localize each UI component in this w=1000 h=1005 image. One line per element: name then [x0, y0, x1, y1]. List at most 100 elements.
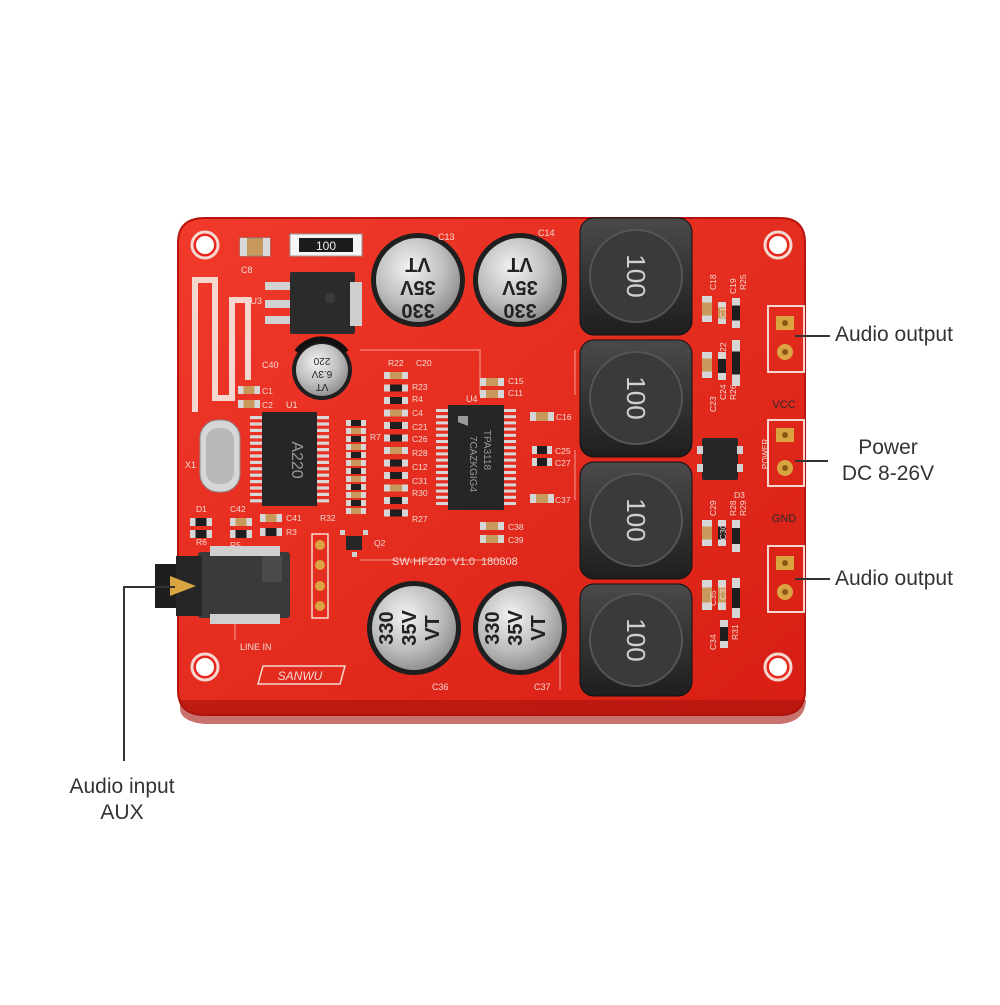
svg-text:100: 100	[621, 618, 651, 661]
svg-text:R32: R32	[320, 513, 336, 523]
svg-text:330: 330	[503, 299, 536, 321]
smd-part	[384, 509, 408, 517]
svg-text:R31: R31	[730, 624, 740, 640]
smd-part	[346, 500, 366, 506]
smd-part	[718, 352, 726, 380]
ic-amp-line1: 7CAZKGIG4	[467, 436, 478, 493]
svg-text:C2: C2	[262, 400, 273, 410]
smd-part	[230, 518, 252, 526]
smd-part	[702, 296, 712, 322]
callout-audio-input-line2: AUX	[100, 801, 144, 824]
smd-part	[384, 484, 408, 492]
smd-part	[346, 436, 366, 442]
inductor-4: 100	[579, 583, 693, 697]
smd-part	[384, 384, 408, 392]
smd-part	[532, 446, 552, 454]
smd-part	[718, 302, 726, 324]
silk-c36: C36	[432, 682, 449, 692]
jack-silk-label: LINE IN	[240, 642, 272, 652]
svg-text:C20: C20	[416, 358, 432, 368]
smd-part	[384, 372, 408, 379]
smd-part	[238, 400, 260, 408]
callout-power: Power DC 8-26V	[828, 435, 948, 487]
capacitor-c37: 330 35V VT C37	[473, 581, 567, 692]
svg-text:SANWU: SANWU	[278, 669, 323, 683]
board-model-label: SW-HF220 V1.0 180808	[392, 556, 518, 568]
silkscreen-labels: C1 C2 D1 R6 C42 R5 C41 R3 R32 Q2 R22 C20…	[196, 274, 748, 650]
silk-u4: U4	[466, 394, 478, 404]
ic-main-label: A220	[288, 441, 305, 478]
svg-text:C38: C38	[508, 522, 524, 532]
smd-part	[346, 492, 366, 498]
smd-part	[702, 352, 712, 378]
svg-text:100: 100	[621, 376, 651, 419]
ti-logo-icon	[458, 416, 468, 426]
inductor-1: 100	[579, 217, 693, 336]
svg-text:C27: C27	[555, 458, 571, 468]
transistor-q2	[340, 530, 368, 557]
smd-part	[480, 378, 504, 386]
capacitor-c14: 330 35V VT C14	[473, 228, 567, 327]
svg-text:R4: R4	[412, 394, 423, 404]
voltage-regulator: U3	[250, 272, 362, 334]
svg-text:C35: C35	[708, 590, 718, 606]
audio-jack: LINE IN	[155, 546, 290, 652]
smd-part	[732, 578, 740, 618]
svg-text:C42: C42	[230, 504, 246, 514]
svg-text:VT: VT	[528, 615, 550, 641]
svg-text:C23: C23	[708, 396, 718, 412]
smd-part	[384, 422, 408, 429]
svg-text:35V: 35V	[505, 610, 527, 646]
power-diode	[697, 438, 743, 480]
svg-text:R27: R27	[412, 514, 428, 524]
svg-text:C11: C11	[508, 388, 523, 398]
svg-text:35V: 35V	[400, 276, 436, 298]
callout-audio-input: Audio input AUX	[52, 774, 192, 826]
smd-part	[346, 484, 366, 490]
smd-part	[346, 508, 366, 514]
svg-text:C15: C15	[508, 376, 524, 386]
smd-part	[230, 530, 252, 538]
svg-text:C37: C37	[555, 495, 571, 505]
svg-text:R23: R23	[412, 382, 428, 392]
svg-text:VT: VT	[316, 381, 329, 392]
svg-text:C41: C41	[286, 513, 302, 523]
svg-text:C24: C24	[718, 384, 728, 400]
callout-audio-output-bottom: Audio output	[835, 567, 953, 590]
power-silk-label: POWER	[761, 439, 770, 469]
smd-part	[732, 340, 740, 386]
smd-part	[532, 458, 552, 466]
svg-text:R6: R6	[196, 537, 207, 547]
leader-line-input-v	[123, 586, 125, 761]
callout-power-line2: DC 8-26V	[841, 462, 935, 485]
svg-text:C12: C12	[412, 462, 428, 472]
callout-audio-output-top: Audio output	[835, 323, 953, 346]
amplifier-ic: 7CAZKGIG4 TPA3118 U4	[448, 394, 504, 510]
svg-text:C4: C4	[412, 408, 423, 418]
ic-amp-line2: TPA3118	[481, 430, 492, 471]
smd-part	[720, 620, 728, 648]
svg-text:35V: 35V	[502, 276, 538, 298]
svg-text:D3: D3	[734, 490, 745, 500]
gnd-silk-label: GND	[772, 513, 797, 525]
svg-text:R22: R22	[718, 342, 728, 358]
silk-c13: C13	[438, 232, 455, 242]
svg-text:100: 100	[621, 254, 651, 297]
silk-u1: U1	[286, 400, 298, 410]
leader-line-output-bottom	[795, 578, 830, 580]
smd-part	[718, 580, 726, 610]
svg-text:R25: R25	[738, 274, 748, 290]
smd-part	[346, 420, 366, 426]
smd-part	[346, 460, 366, 466]
smd-part	[346, 468, 366, 474]
smd-part	[238, 386, 260, 394]
leader-line-input-h	[123, 586, 175, 588]
smd-part	[384, 409, 408, 417]
output-terminal-top	[767, 305, 805, 373]
silk-c37: C37	[534, 682, 551, 692]
svg-text:C26: C26	[412, 434, 428, 444]
silk-c40: C40	[262, 360, 279, 370]
svg-text:C31: C31	[412, 476, 428, 486]
svg-text:VT: VT	[405, 253, 431, 275]
